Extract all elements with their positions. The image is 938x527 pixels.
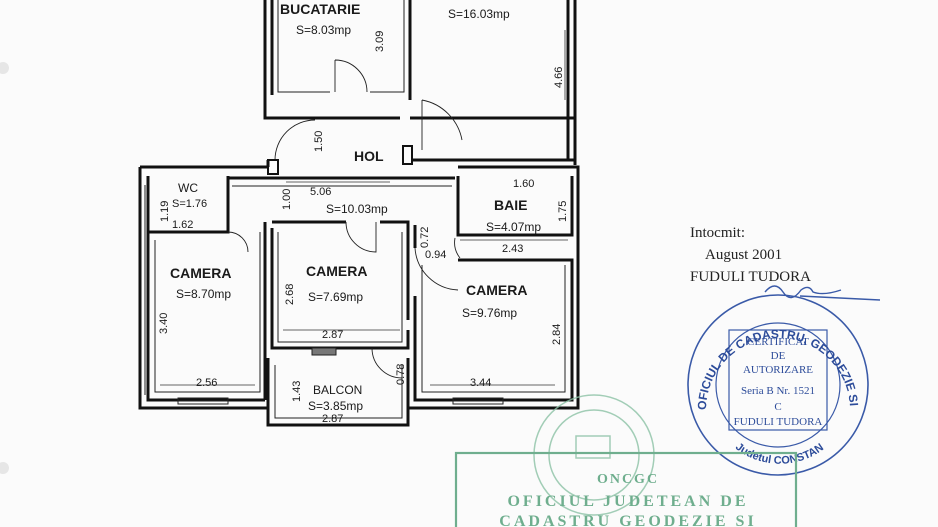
walls bbox=[138, 0, 580, 427]
rect-stamp-line-1: ONCGC bbox=[597, 472, 659, 487]
dim-camera-3-b: 0.94 bbox=[425, 249, 446, 261]
room-name-hol: HOL bbox=[354, 148, 384, 164]
room-area-hol: S=10.03mp bbox=[326, 202, 388, 216]
dim-balcon-left: 1.43 bbox=[291, 381, 303, 402]
room-name-camera-2: CAMERA bbox=[306, 263, 367, 279]
inner-lines bbox=[144, 0, 566, 419]
dim-wc-b: 1.62 bbox=[172, 219, 193, 231]
stamp-inner-line: Seria B Nr. 1521 bbox=[741, 385, 815, 397]
rectangular-stamp: ONCGC OFICIUL JUDETEAN DE CADASTRU GEODE… bbox=[454, 451, 798, 527]
room-area-camera-3: S=9.76mp bbox=[462, 306, 517, 320]
room-area-balcon: S=3.85mp bbox=[308, 399, 363, 413]
green-round-stamp bbox=[533, 394, 655, 516]
stamp-inner-line: AUTORIZARE bbox=[743, 364, 813, 376]
room-area-bucatarie: S=8.03mp bbox=[296, 23, 351, 37]
dim-hol-small: 1.00 bbox=[281, 189, 293, 210]
room-area-wc: S=1.76 bbox=[172, 198, 207, 210]
room-area-camera-2: S=7.69mp bbox=[308, 290, 363, 304]
room-area-baie: S=4.07mp bbox=[486, 220, 541, 234]
stamp-inner-line: C bbox=[774, 401, 781, 413]
dimension-lines bbox=[160, 30, 568, 386]
signature-block: Intocmit: August 2001 FUDULI TUDORA bbox=[690, 222, 811, 288]
dim-camera-2-bottom: 2.87 bbox=[322, 329, 343, 341]
signature-scribble bbox=[764, 285, 881, 301]
dim-camera-1-bottom: 2.56 bbox=[196, 377, 217, 389]
binder-hole bbox=[0, 62, 9, 74]
dim-camera-1-side: 3.40 bbox=[158, 313, 170, 334]
binder-hole bbox=[0, 462, 9, 474]
dim-wc-a: 1.19 bbox=[159, 201, 171, 222]
dim-balcon-bottom: 2.87 bbox=[322, 413, 343, 425]
dim-baie-side: 1.75 bbox=[557, 201, 569, 222]
room-name-camera-1: CAMERA bbox=[170, 265, 231, 281]
dim-baie-bottom: 2.43 bbox=[502, 243, 523, 255]
dim-baie-top: 1.60 bbox=[513, 178, 534, 190]
dim-bucatarie: 3.09 bbox=[374, 31, 386, 52]
rect-stamp-line-3: CADASTRU GEODEZIE SI bbox=[499, 513, 756, 527]
stamp-inner-line: DE bbox=[771, 350, 786, 362]
door-swings bbox=[227, 59, 463, 379]
room-name-balcon: BALCON bbox=[313, 383, 362, 397]
stamp-inner-line: FUDULI TUDORA bbox=[734, 416, 823, 428]
dim-hol-door: 1.50 bbox=[313, 131, 325, 152]
stamp-inner-line: CERTIFICAT bbox=[747, 336, 809, 348]
room-area-living: S=16.03mp bbox=[448, 7, 510, 21]
room-name-baie: BAIE bbox=[494, 197, 527, 213]
room-name-bucatarie: BUCATARIE bbox=[280, 1, 360, 17]
stamp-outer-text: OFICIUL DE CADASTRU, GEODEZIE SI CARTOGR… bbox=[0, 0, 861, 410]
room-name-camera-3: CAMERA bbox=[466, 282, 527, 298]
dim-living: 4.66 bbox=[553, 67, 565, 88]
rect-stamp-line-2: OFICIUL JUDETEAN DE bbox=[507, 493, 748, 510]
dim-hol-width: 5.06 bbox=[310, 186, 331, 198]
signature-line-date: August 2001 bbox=[705, 247, 783, 263]
dim-balcon-right: 0.78 bbox=[395, 364, 407, 385]
dim-camera-3-bottom: 3.44 bbox=[470, 377, 491, 389]
room-area-camera-1: S=8.70mp bbox=[176, 287, 231, 301]
dim-camera-2-side: 2.68 bbox=[284, 284, 296, 305]
dim-camera-3-a: 0.72 bbox=[419, 227, 431, 248]
dim-camera-3-side: 2.84 bbox=[551, 324, 563, 345]
signature-line-name: FUDULI TUDORA bbox=[690, 269, 811, 285]
signature-line-prepared: Intocmit: bbox=[690, 225, 745, 241]
room-name-wc: WC bbox=[178, 181, 198, 195]
